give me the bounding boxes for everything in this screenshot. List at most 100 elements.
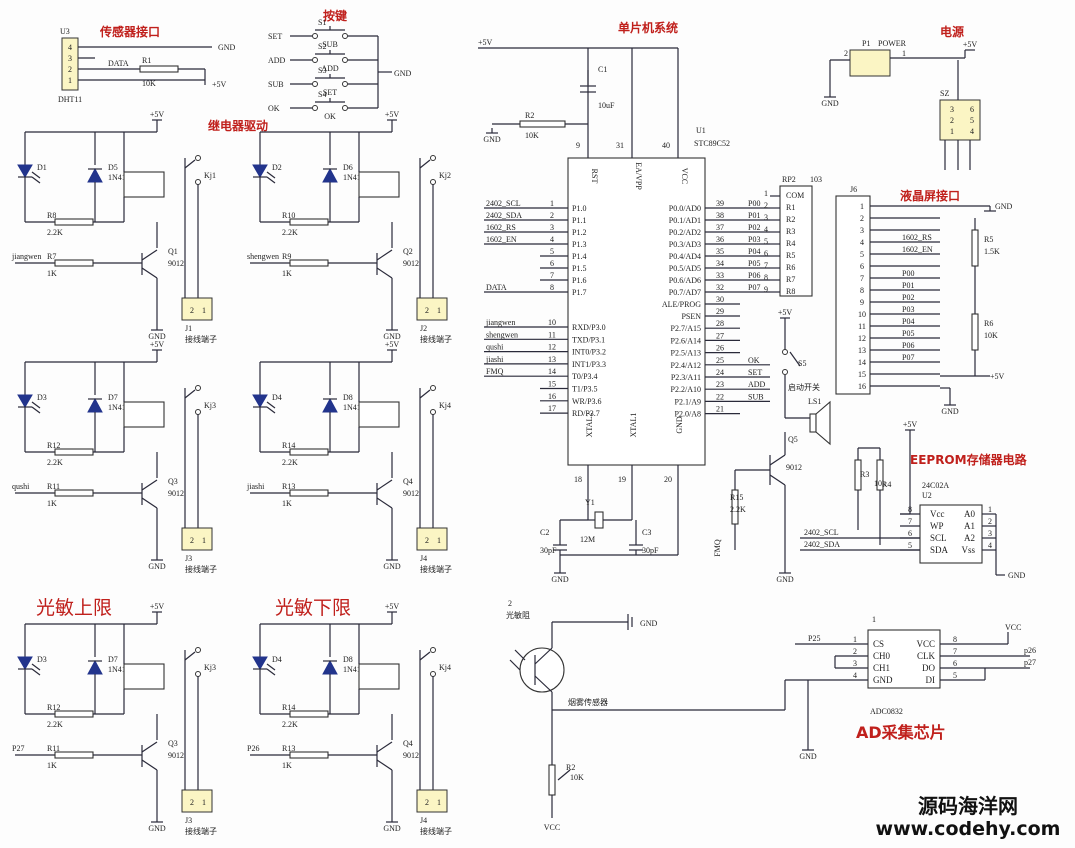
lcd-net: P02 (902, 293, 914, 302)
j-ref: J4 (420, 816, 427, 825)
open-terminal (195, 179, 201, 185)
transistor (534, 647, 553, 665)
photo-name: 光敏阻 (506, 610, 530, 620)
gnd-symbol: GND (148, 325, 166, 341)
open-terminal (195, 155, 201, 161)
q-val: 9012 (403, 489, 419, 498)
gnd-symbol (984, 206, 996, 212)
pin-name: P1.4 (572, 252, 586, 261)
led (17, 164, 33, 178)
led-ref: D3 (37, 393, 47, 402)
relay-coil (123, 171, 165, 198)
led-ray (266, 176, 276, 184)
c2-val: 30pF (540, 546, 557, 555)
contact-blade (184, 389, 196, 399)
net-label: P02 (748, 223, 760, 232)
pin-name: VCC (916, 639, 935, 649)
pin-name: WP (930, 521, 944, 531)
power-label: POWER (878, 39, 907, 48)
pin-name: WR/P3.6 (572, 397, 602, 406)
pin-name: P0.7/AD7 (669, 288, 701, 297)
r4-ref: R4 (882, 480, 891, 489)
lcd-block: J612341602_RS51602_EN67P008P019P0210P031… (835, 185, 1013, 416)
pin-name: VCC (680, 168, 689, 184)
res-val: 2.2K (282, 228, 298, 237)
pin-num: 1 (950, 127, 954, 136)
pot-wiper (557, 769, 571, 781)
rp2-res: R3 (786, 227, 795, 236)
rp2-res: R6 (786, 263, 795, 272)
resistor (289, 259, 329, 267)
pin-num: 1 (550, 199, 554, 208)
net-label: jiangwen (485, 318, 515, 327)
lcd-net: P03 (902, 305, 914, 314)
led-ray (266, 171, 276, 179)
res-val: 2.2K (282, 720, 298, 729)
open-terminal (195, 671, 201, 677)
mcu-block: U1STC89C529RST31EA/VPP40VCC+5VC110uFR210… (478, 38, 770, 584)
vcc-symbol: +5V (778, 308, 792, 319)
pin-name: ALE/PROG (662, 300, 701, 309)
rp2-val: 103 (810, 175, 822, 184)
net-label: jiashi (485, 355, 504, 364)
power-ref: P1 (862, 39, 870, 48)
res-ref: R13 (282, 482, 295, 491)
vcc-label: VCC (544, 823, 560, 832)
diode-val: 1N4148 (108, 403, 134, 412)
rp2-res: R5 (786, 251, 795, 260)
diode-ref: D8 (343, 655, 353, 664)
j-label: 接线端子 (185, 826, 217, 836)
relay-coil (358, 171, 400, 198)
r1-ref: R1 (142, 56, 151, 65)
gnd-symbol: GND (148, 555, 166, 571)
fmq-label: FMQ (713, 539, 722, 557)
adc-pin-one: 1 (872, 615, 876, 624)
diode-ref: D7 (108, 655, 118, 664)
led-ray (31, 668, 41, 676)
diode-ref: D5 (108, 163, 118, 172)
pin-num: 40 (662, 141, 670, 150)
pin-name: P1.2 (572, 228, 586, 237)
pin-name: EA/VPP (634, 162, 643, 190)
pin-num: 2 (190, 798, 194, 807)
diode-ref: D7 (108, 393, 118, 402)
pin-name: CS (873, 639, 884, 649)
pin-name: RD/P3.7 (572, 409, 600, 418)
s5-label: 启动开关 (788, 382, 820, 392)
pin-num: 25 (716, 356, 724, 365)
lcd-net: P06 (902, 341, 914, 350)
pin-num: 7 (953, 647, 957, 656)
pin-num: 3 (988, 529, 992, 538)
j-label: 接线端子 (185, 334, 217, 344)
res-ref: R11 (47, 482, 60, 491)
pin-name: RXD/P3.0 (572, 323, 606, 332)
pin-num: 4 (860, 238, 864, 247)
q-val: 9012 (168, 259, 184, 268)
gnd-label: GND (383, 332, 401, 341)
r3-ref: R3 (860, 470, 869, 479)
open-terminal (195, 647, 201, 653)
pin-num: 38 (716, 211, 724, 220)
pin-num: 8 (764, 273, 768, 282)
pin-name: P0.5/AD5 (669, 264, 701, 273)
pin-name: P1.5 (572, 264, 586, 273)
res-val: 1K (282, 269, 292, 278)
pin-num: 2 (425, 306, 429, 315)
dodi-net: p27 (1024, 658, 1036, 667)
eeprom-body (919, 504, 983, 564)
pin-num: 1 (764, 189, 768, 198)
crystal (594, 511, 604, 529)
pin-num: 24 (716, 368, 724, 377)
pin-num: 33 (716, 271, 724, 280)
pin-num: 13 (548, 355, 556, 364)
pin-name: P1.6 (572, 276, 586, 285)
resistor (139, 65, 179, 73)
resistor (54, 489, 94, 497)
pin-name: P0.4/AD4 (669, 252, 701, 261)
gnd-label: GND (483, 135, 501, 144)
pin-num: 13 (858, 346, 866, 355)
